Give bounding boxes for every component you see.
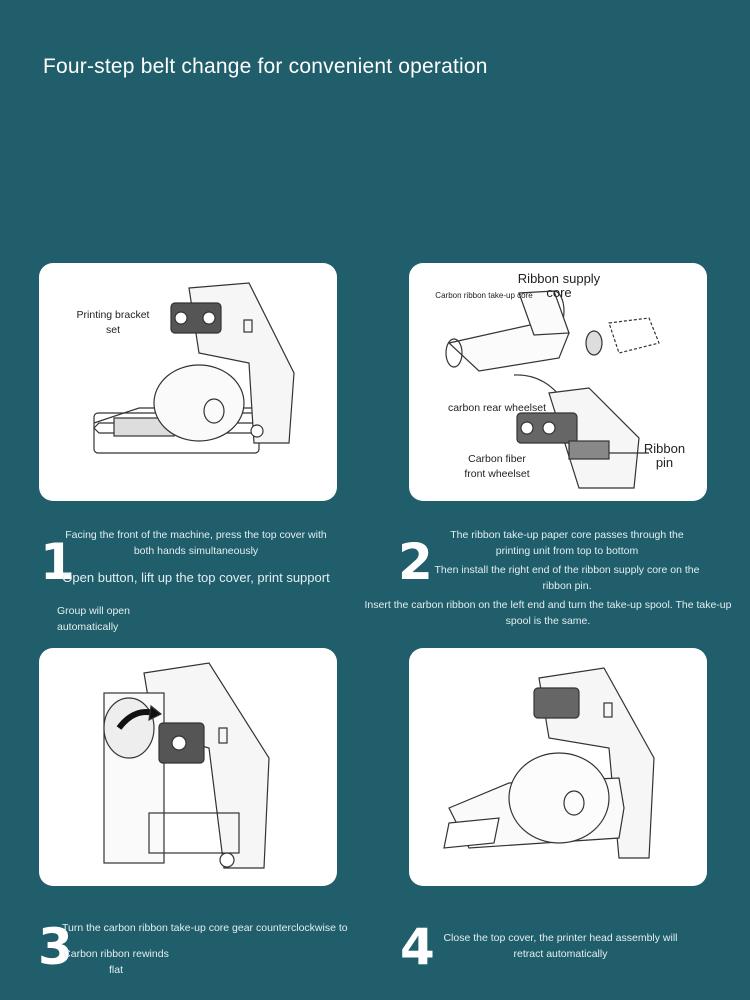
page-title: Four-step belt change for convenient ope… xyxy=(43,55,488,78)
step2-line3: Insert the carbon ribbon on the left end… xyxy=(364,599,732,627)
step4-number: 4 xyxy=(400,918,435,976)
step1-line2: Open button, lift up the top cover, prin… xyxy=(62,570,330,585)
ribbon-install-illustration xyxy=(445,290,660,489)
gear-rewind-illustration xyxy=(103,662,270,869)
step3-image-card xyxy=(39,648,337,886)
label-front-wheelset: Carbon fiber front wheelset xyxy=(464,453,530,480)
label-ribbon-pin: Ribbon pin xyxy=(643,441,686,470)
step3-line2: Carbon ribbon rewinds flat xyxy=(63,948,169,976)
label-rear-wheelset: carbon rear wheelset xyxy=(447,402,547,414)
label-ribbon-supply-core: Ribbon supply core xyxy=(517,271,601,300)
step1-line1: Facing the front of the machine, press t… xyxy=(65,529,327,557)
step1-number: 1 xyxy=(40,533,75,591)
step4-image-card xyxy=(409,648,707,886)
step1-line3: Group will open automatically xyxy=(57,605,130,633)
step2-line2: Then install the right end of the ribbon… xyxy=(434,564,700,592)
step2-number: 2 xyxy=(398,533,433,591)
step3-line1: Turn the carbon ribbon take-up core gear… xyxy=(62,922,348,934)
step4-line1: Close the top cover, the printer head as… xyxy=(443,932,678,960)
close-cover-illustration xyxy=(443,667,655,859)
printer-open-illustration xyxy=(93,282,295,454)
step1-image-card: Printing bracket set xyxy=(39,263,337,501)
step2-image-card: Ribbon supply core Carbon ribbon take-up… xyxy=(409,263,707,501)
step2-line1: The ribbon take-up paper core passes thr… xyxy=(450,529,684,557)
label-takeup-core: Carbon ribbon take-up core xyxy=(435,291,533,300)
label-printing-bracket: Printing bracket set xyxy=(76,309,150,336)
step3-number: 3 xyxy=(38,918,73,976)
